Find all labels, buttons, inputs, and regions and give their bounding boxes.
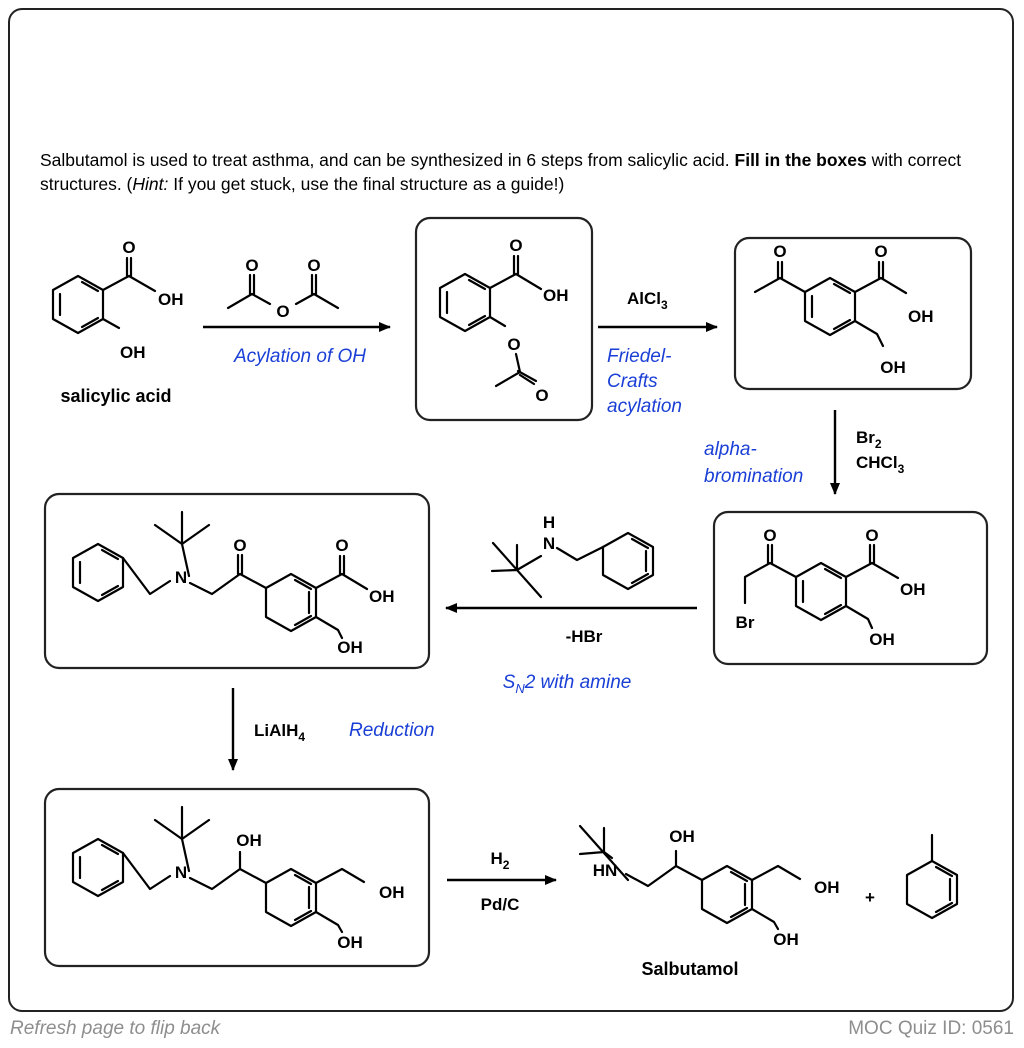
- reagent-lialh4: LiAlH4: [254, 721, 305, 744]
- footer-quiz-id: MOC Quiz ID: 0561: [848, 1018, 1014, 1039]
- intro-part3: If you get stuck, use the final structur…: [168, 174, 565, 194]
- atom-o: O: [245, 256, 258, 275]
- atom-oh: OH: [908, 307, 934, 326]
- atom-o: O: [335, 536, 348, 555]
- intro-part1: Salbutamol is used to treat asthma, and …: [40, 150, 735, 170]
- atom-oh: OH: [543, 286, 569, 305]
- aminoketone-structure: N O O OH OH: [71, 510, 395, 657]
- atom-o: O: [122, 238, 135, 257]
- atom-o: O: [509, 236, 522, 255]
- note-acylation: Acylation of OH: [233, 346, 366, 367]
- atom-oh: OH: [337, 933, 363, 952]
- benzyl-tbutylamine-structure: H N: [490, 513, 655, 599]
- atom-o: O: [233, 536, 246, 555]
- toluene-structure: [905, 833, 959, 920]
- bromoketone-structure: O O OH Br OH: [736, 526, 926, 649]
- atom-oh: OH: [814, 878, 840, 897]
- atom-h: H: [543, 513, 555, 532]
- atom-o: O: [874, 242, 887, 261]
- intro-bold: Fill in the boxes: [734, 150, 867, 170]
- atom-n: N: [175, 863, 187, 882]
- answer-box-aspirin[interactable]: [414, 216, 594, 422]
- reagent-alcl3: AlCl3: [627, 289, 668, 312]
- note-sn2: SN2 with amine: [503, 672, 632, 696]
- note-friedel-2: Crafts: [607, 371, 658, 392]
- note-reduction: Reduction: [349, 720, 435, 741]
- intro-hint-label: Hint:: [132, 174, 169, 194]
- atom-o: O: [307, 256, 320, 275]
- footer-refresh-hint[interactable]: Refresh page to flip back: [10, 1018, 221, 1039]
- atom-oh: OH: [236, 831, 262, 850]
- atom-oh: OH: [880, 358, 906, 377]
- atom-oh: OH: [337, 638, 363, 657]
- atom-o: O: [865, 526, 878, 545]
- note-alpha-1: alpha-: [704, 439, 757, 460]
- atom-o: O: [773, 242, 786, 261]
- atom-oh: OH: [869, 630, 895, 649]
- intro-part2: with correct structures. (: [40, 150, 962, 194]
- reagent-hbr: -HBr: [566, 627, 603, 646]
- acetyl-structure: O O OH OH: [753, 242, 934, 377]
- atom-oh: OH: [669, 827, 695, 846]
- atom-br: Br: [736, 613, 755, 632]
- aminodiol-structure: N OH OH OH: [71, 805, 405, 952]
- quiz-card: [8, 8, 1014, 1012]
- atom-o: O: [276, 302, 289, 321]
- answer-box-aminodiol[interactable]: [43, 787, 431, 968]
- salbutamol-structure: HN OH OH OH: [578, 824, 840, 949]
- atom-oh: OH: [369, 587, 395, 606]
- answer-box-bromoketone[interactable]: [712, 510, 989, 666]
- answer-box-acetyl[interactable]: [733, 236, 973, 391]
- atom-oh: OH: [158, 290, 184, 309]
- intro-text: Salbutamol is used to treat asthma, and …: [40, 148, 990, 196]
- reagent-pdc: Pd/C: [481, 895, 520, 914]
- atom-o: O: [535, 386, 548, 405]
- acetic-anhydride-structure: O O O: [226, 256, 340, 321]
- reagent-h2: H2: [491, 849, 510, 872]
- note-friedel-3: acylation: [607, 396, 682, 417]
- reagent-chcl3: CHCl3: [856, 453, 905, 476]
- atom-oh: OH: [773, 930, 799, 949]
- aspirin-structure: O OH O O: [438, 236, 569, 405]
- plus-sign: +: [865, 888, 875, 907]
- salbutamol-label: Salbutamol: [641, 959, 738, 979]
- note-friedel-1: Friedel-: [607, 346, 671, 367]
- atom-o: O: [763, 526, 776, 545]
- atom-n: N: [175, 568, 187, 587]
- salicylic-acid-label: salicylic acid: [60, 386, 171, 406]
- atom-oh: OH: [900, 580, 926, 599]
- note-alpha-2: bromination: [704, 466, 803, 487]
- atom-o: O: [507, 335, 520, 354]
- atom-n: N: [543, 534, 555, 553]
- atom-hn: HN: [593, 861, 618, 880]
- salicylic-acid-structure: O OH OH: [51, 238, 184, 362]
- reagent-br2: Br2: [856, 428, 882, 451]
- answer-box-aminoketone[interactable]: [43, 492, 431, 670]
- atom-oh: OH: [120, 343, 146, 362]
- atom-oh: OH: [379, 883, 405, 902]
